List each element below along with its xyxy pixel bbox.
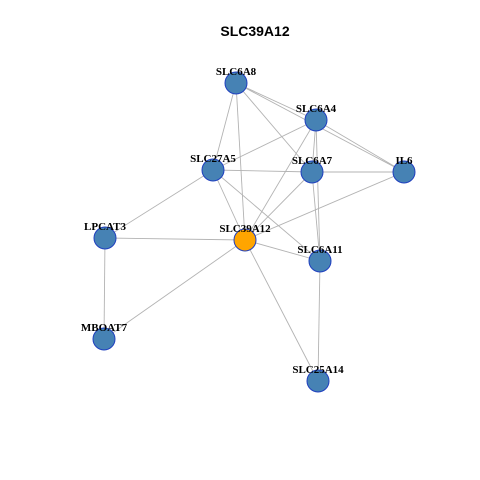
node-label-il6: IL6 [395,155,413,167]
edge-slc6a4-slc27a5 [212,119,317,171]
node-label-lpcat3: LPCAT3 [84,221,126,233]
edge-slc6a4-il6 [315,119,405,173]
node-mboat7: MBOAT7 [81,322,128,351]
edge-slc6a8-slc27a5 [212,82,237,171]
edge-slc27a5-slc6a7 [212,169,313,173]
node-slc6a11: SLC6A11 [297,244,343,273]
edge-slc39a12-slc25a14 [244,239,319,382]
node-label-slc27a5: SLC27A5 [190,153,236,165]
node-label-slc25a14: SLC25A14 [292,364,344,376]
node-circle-slc6a11 [308,249,332,273]
node-circle-slc25a14 [306,369,330,393]
node-circle-slc27a5 [201,158,225,182]
edge-lpcat3-slc39a12 [104,237,246,241]
node-circle-slc6a4 [304,108,328,132]
node-circle-slc6a7 [300,160,324,184]
edge-slc6a8-slc6a7 [235,82,313,173]
node-label-slc6a4: SLC6A4 [296,103,337,115]
edge-slc6a8-slc6a4 [235,82,317,121]
node-label-slc6a8: SLC6A8 [216,66,257,78]
node-il6: IL6 [392,155,416,184]
node-slc27a5: SLC27A5 [190,153,236,182]
node-circle-lpcat3 [93,226,117,250]
node-lpcat3: LPCAT3 [84,221,126,250]
node-circle-slc39a12 [233,228,257,252]
edge-slc27a5-slc39a12 [212,169,246,241]
edge-slc39a12-mboat7 [103,239,246,340]
node-label-slc6a11: SLC6A11 [297,244,342,256]
edge-slc6a8-slc39a12 [235,82,246,241]
graph-title: SLC39A12 [220,23,289,39]
node-label-mboat7: MBOAT7 [81,322,128,334]
node-slc39a12: SLC39A12 [219,223,271,252]
node-slc6a4: SLC6A4 [296,103,337,132]
node-slc6a7: SLC6A7 [292,155,333,184]
node-circle-il6 [392,160,416,184]
node-circle-slc6a8 [224,71,248,95]
edge-slc6a4-slc6a11 [315,119,321,262]
node-label-slc6a7: SLC6A7 [292,155,333,167]
node-slc6a8: SLC6A8 [216,66,257,95]
edge-slc6a4-slc39a12 [244,119,317,241]
edge-slc27a5-lpcat3 [104,169,214,239]
edge-slc6a11-slc25a14 [317,260,321,382]
edge-slc39a12-slc6a11 [244,239,321,262]
edge-slc27a5-slc6a11 [212,169,321,262]
edge-il6-slc39a12 [244,171,405,241]
node-label-slc39a12: SLC39A12 [219,223,271,235]
edge-slc6a7-slc39a12 [244,171,313,241]
node-circle-mboat7 [92,327,116,351]
node-slc25a14: SLC25A14 [292,364,344,393]
edge-slc6a7-slc6a11 [311,171,321,262]
edge-lpcat3-mboat7 [103,237,106,340]
